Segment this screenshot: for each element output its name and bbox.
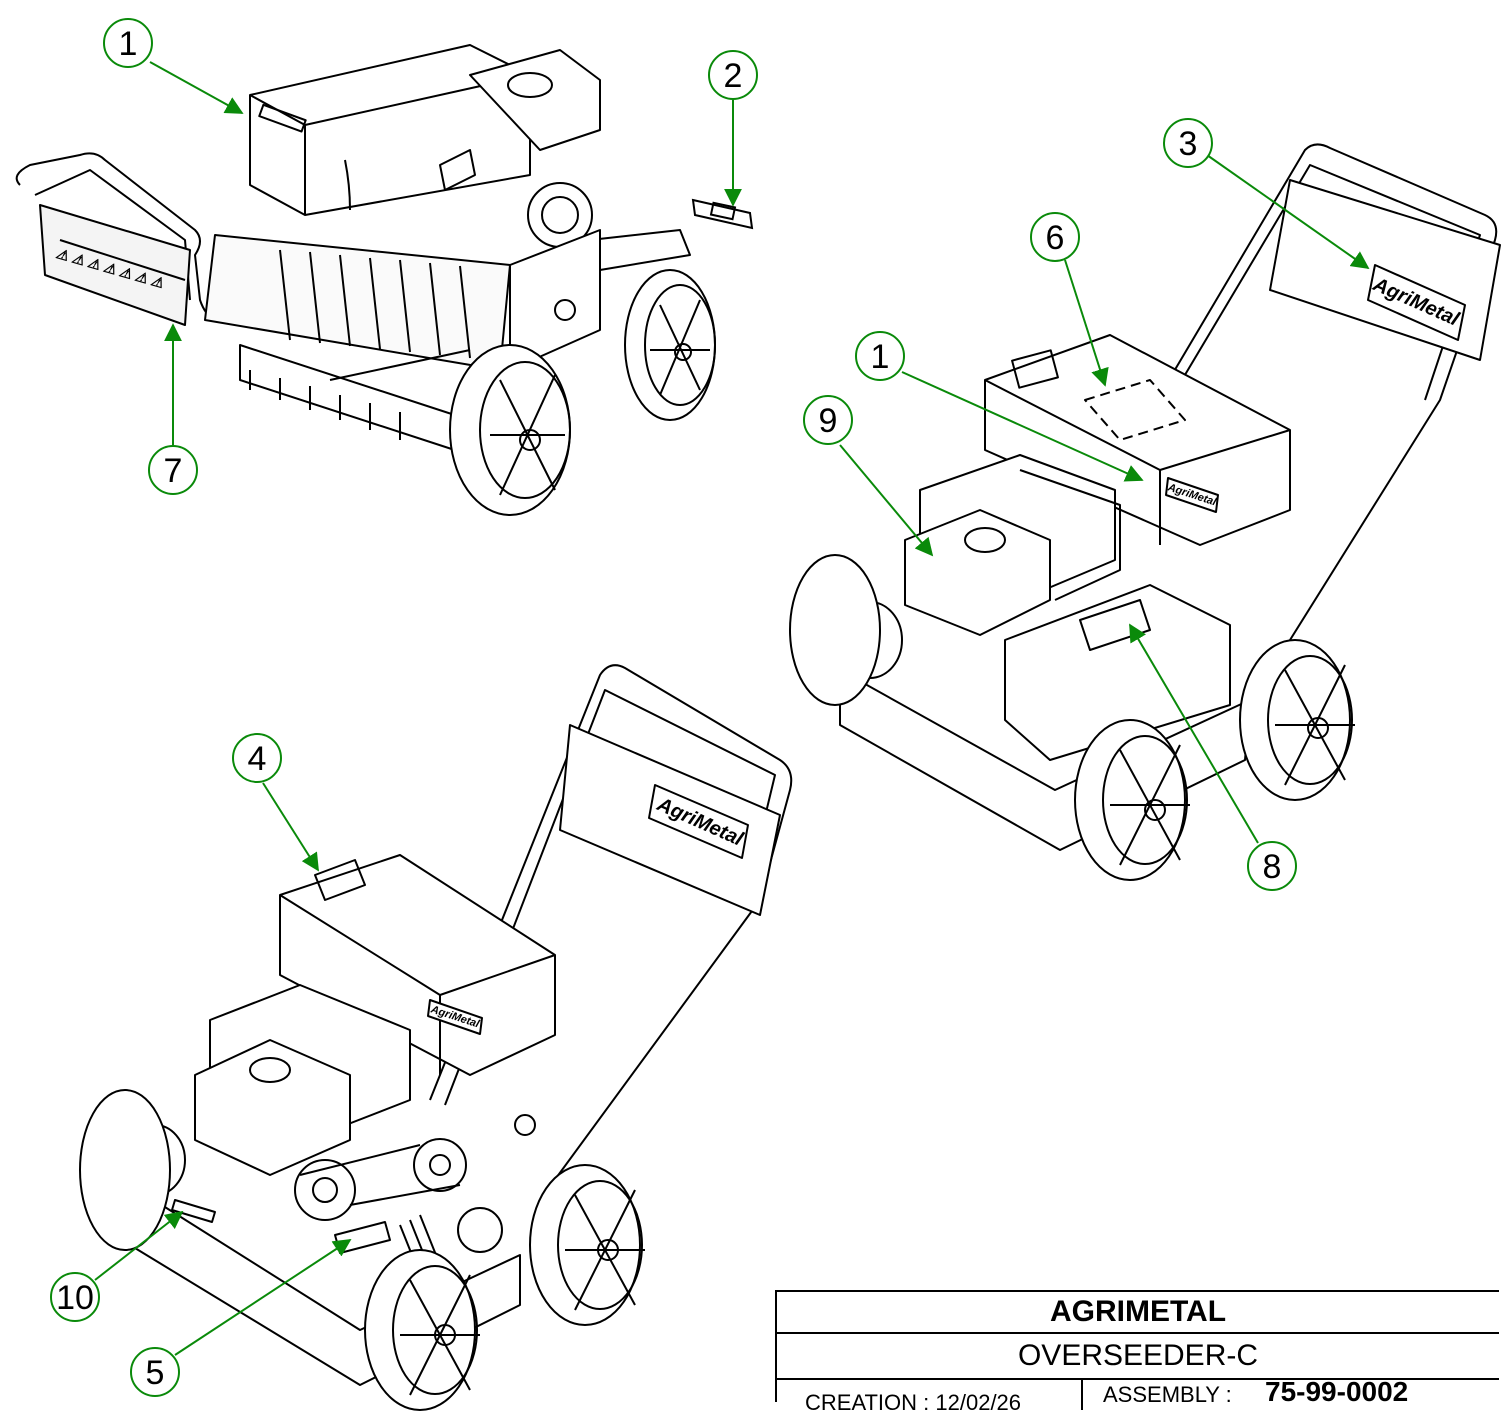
- decal-part-2: [691, 198, 754, 230]
- title-block-info-row: CREATION : 12/02/26 ASSEMBLY : 75-99-000…: [777, 1376, 1499, 1415]
- callout-9-label: 9: [819, 402, 838, 440]
- callout-8: 8: [1129, 623, 1297, 891]
- title-block-product: OVERSEEDER-C: [777, 1334, 1499, 1380]
- creation-label: CREATION :: [805, 1390, 930, 1415]
- callout-1-top: 1: [103, 18, 244, 114]
- callout-6-label: 6: [1046, 219, 1065, 257]
- view-right: AgriMetal AgriMetal: [789, 143, 1501, 881]
- callout-7: 7: [148, 323, 198, 495]
- callout-7-label: 7: [164, 452, 183, 490]
- callout-3: 3: [1163, 118, 1370, 270]
- title-block-creation: CREATION : 12/02/26: [777, 1380, 1083, 1415]
- title-block-assembly: ASSEMBLY : 75-99-0002: [1085, 1376, 1499, 1410]
- callout-1-right: 1: [855, 331, 1144, 482]
- callout-2-label: 2: [724, 57, 743, 95]
- callout-10-label: 10: [56, 1279, 94, 1317]
- callout-1-top-label: 1: [119, 25, 138, 63]
- callouts: 1 2 3 6 1 9: [50, 18, 1370, 1397]
- callout-10: 10: [50, 1210, 184, 1322]
- callout-9: 9: [803, 395, 934, 557]
- title-block-company: AGRIMETAL: [777, 1292, 1499, 1334]
- callout-5: 5: [130, 1239, 352, 1397]
- callout-3-label: 3: [1179, 125, 1198, 163]
- callout-8-label: 8: [1263, 848, 1282, 886]
- view-bottom-left: AgriMetal AgriMetal: [79, 664, 793, 1411]
- creation-date: 12/02/26: [935, 1390, 1022, 1415]
- callout-2: 2: [708, 50, 758, 207]
- callout-4: 4: [232, 733, 319, 872]
- callout-5-label: 5: [146, 1354, 165, 1392]
- callout-6: 6: [1030, 212, 1109, 387]
- callout-4-label: 4: [248, 740, 267, 778]
- view-top-left: ⚠ ⚠ ⚠ ⚠ ⚠ ⚠ ⚠: [15, 44, 716, 516]
- assembly-number: 75-99-0002: [1265, 1376, 1409, 1407]
- assembly-label: ASSEMBLY :: [1103, 1382, 1232, 1407]
- callout-1-right-label: 1: [871, 338, 890, 376]
- title-block: AGRIMETAL OVERSEEDER-C CREATION : 12/02/…: [775, 1290, 1499, 1415]
